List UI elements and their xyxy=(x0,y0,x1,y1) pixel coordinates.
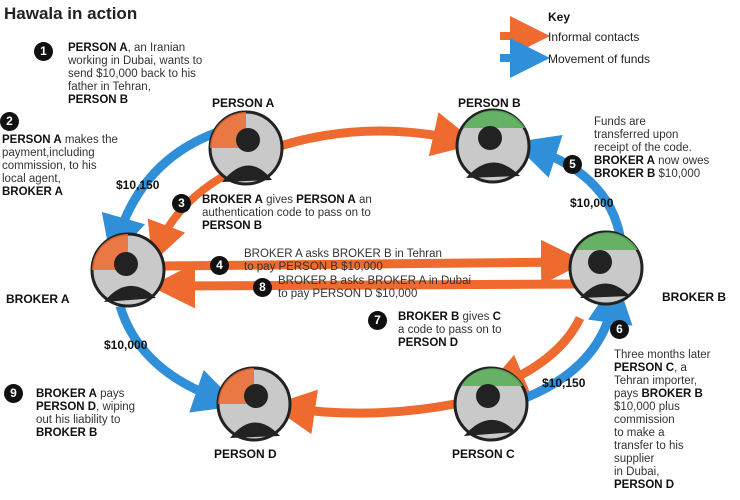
step-8-text: BROKER B asks BROKER A in Dubai to pay P… xyxy=(278,275,472,300)
broker-b-portrait xyxy=(568,230,644,306)
arrow-c-to-d xyxy=(270,389,456,435)
label-person-c: PERSON C xyxy=(452,447,515,461)
step-number: 9 xyxy=(4,384,23,403)
step-2-text: PERSON A makes the payment,including com… xyxy=(2,134,118,198)
person-d-portrait xyxy=(216,366,292,442)
step-6-text: Three months later PERSON C, a Tehran im… xyxy=(614,349,711,491)
funds-a-to-broker-a xyxy=(101,127,220,262)
amount-label: $10,150 xyxy=(116,178,160,192)
key-funds-label: Movement of funds xyxy=(548,52,651,66)
amount-label: $10,000 xyxy=(104,338,148,352)
key-informal-label: Informal contacts xyxy=(548,30,640,44)
label-broker-a: BROKER A xyxy=(6,292,70,306)
step-number: 3 xyxy=(172,194,191,213)
page-title: Hawala in action xyxy=(4,4,138,23)
step-3-text: BROKER A gives PERSON A an authenticatio… xyxy=(202,194,372,232)
label-person-b: PERSON B xyxy=(458,96,521,110)
broker-a-portrait xyxy=(90,232,166,308)
person-a-portrait xyxy=(208,110,284,186)
person-c-portrait xyxy=(453,366,529,442)
arrow-a-to-b xyxy=(266,112,478,157)
step-number: 1 xyxy=(34,42,53,61)
step-number: 6 xyxy=(610,320,629,339)
label-broker-b: BROKER B xyxy=(662,290,727,304)
step-4-text: BROKER A asks BROKER B in Tehran to pay … xyxy=(244,248,442,273)
label-person-d: PERSON D xyxy=(214,447,277,461)
person-b-portrait xyxy=(455,108,531,184)
step-number: 8 xyxy=(253,278,272,297)
step-7-text: BROKER B gives C a code to pass on to PE… xyxy=(398,311,502,349)
step-5-text: Funds are transferred upon receipt of th… xyxy=(594,116,710,180)
label-person-a: PERSON A xyxy=(212,96,275,110)
funds-c-to-broker-b xyxy=(518,278,633,405)
step-1-text: PERSON A, an Iranian working in Dubai, w… xyxy=(68,42,203,106)
amount-label: $10,150 xyxy=(542,376,586,390)
step-number: 5 xyxy=(563,155,582,174)
funds-broker-a-to-d xyxy=(115,304,240,413)
amount-label: $10,000 xyxy=(570,196,614,210)
step-9-text: BROKER A pays PERSON D, wiping out his l… xyxy=(36,388,136,439)
step-number: 2 xyxy=(0,112,19,131)
arrow-step8 xyxy=(150,263,576,309)
arrow-step4 xyxy=(161,239,586,285)
key-heading: Key xyxy=(548,10,571,24)
step-number: 7 xyxy=(368,311,387,330)
step-number: 4 xyxy=(210,256,229,275)
